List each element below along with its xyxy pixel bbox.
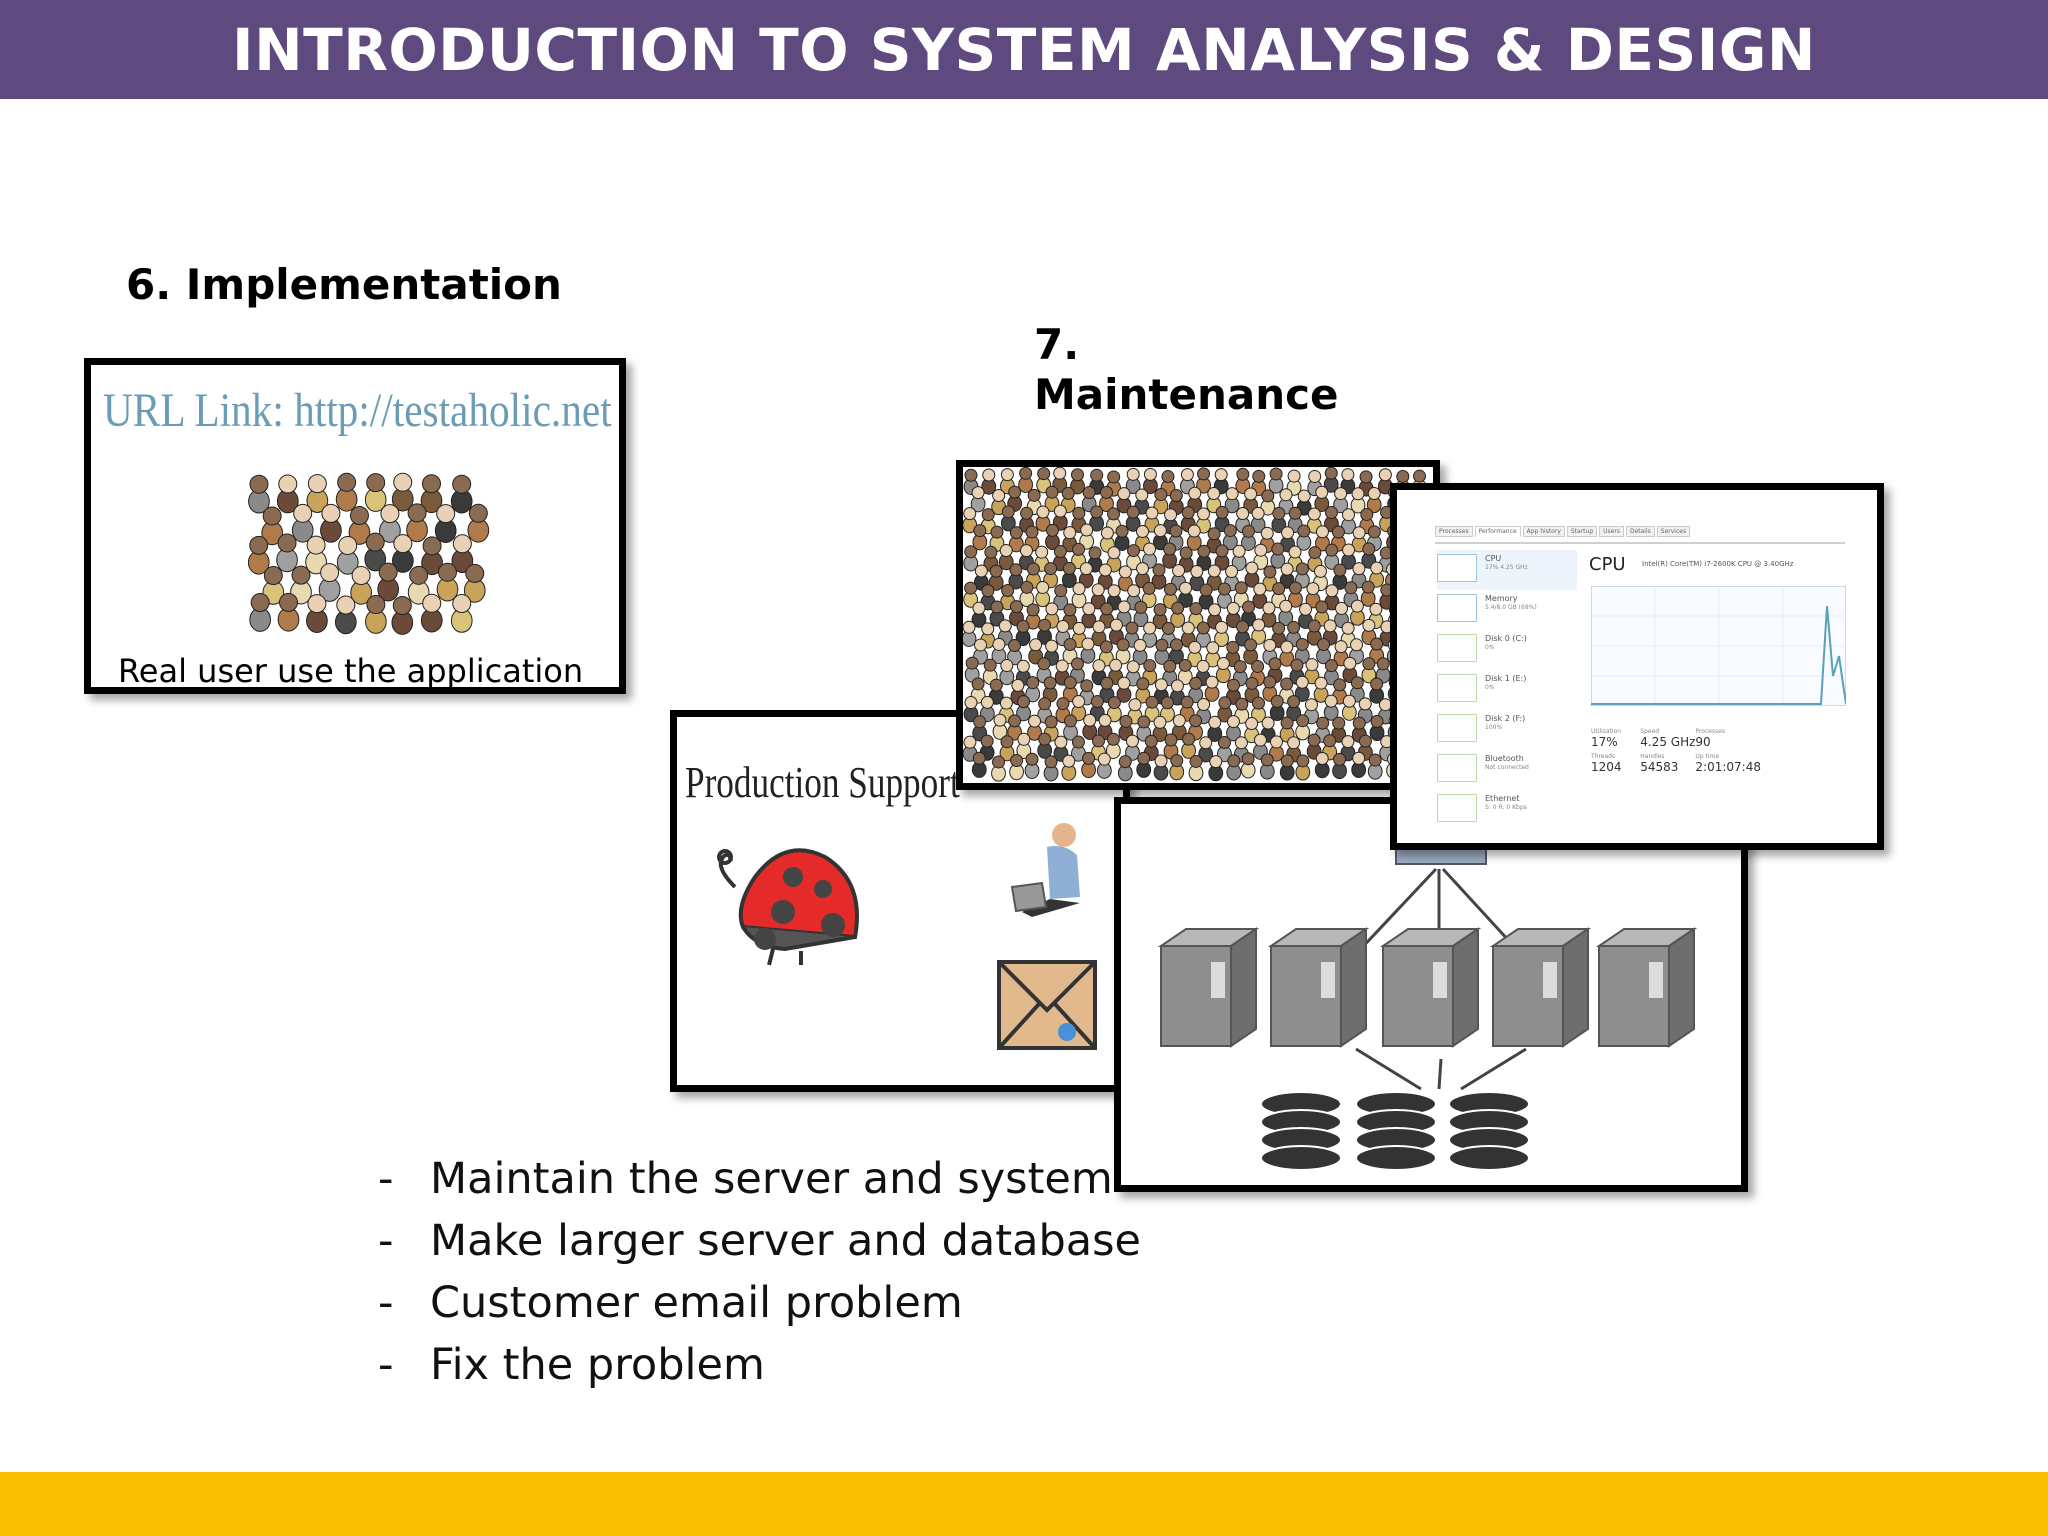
stat-label: Threads: [1591, 753, 1616, 760]
bullet-text: Make larger server and database: [430, 1216, 1141, 1266]
crowd-illustration: [247, 472, 490, 635]
bullet-marker: -: [378, 1278, 394, 1328]
side-item-name: Bluetooth: [1485, 754, 1524, 763]
bullet-marker: -: [378, 1216, 394, 1266]
bullet-item: -Maintain the server and system: [378, 1148, 1141, 1210]
stat-label: Speed: [1640, 728, 1660, 735]
implementation-image-frame: URL Link: http://testaholic.net: [84, 358, 626, 694]
side-item-name: Disk 0 (C:): [1485, 634, 1527, 643]
slide-title: INTRODUCTION TO SYSTEM ANALYSIS & DESIGN: [232, 15, 1816, 84]
stat-value: 90: [1695, 735, 1711, 749]
task-manager-tab[interactable]: Performance: [1474, 526, 1521, 537]
side-item-name: CPU: [1485, 554, 1502, 563]
stat-label: Handles: [1640, 753, 1665, 760]
stat-label: Processes: [1695, 728, 1725, 735]
side-item-value: 0%: [1485, 683, 1495, 691]
side-item-name: Disk 2 (F:): [1485, 714, 1526, 723]
maintenance-heading-label: Maintenance: [1034, 370, 1339, 420]
large-crowd-illustration: [963, 467, 1433, 782]
side-item-thumbnail: [1437, 674, 1477, 702]
side-item-value: 100%: [1485, 723, 1503, 731]
stat-value: 17%: [1591, 735, 1618, 749]
task-manager-tab[interactable]: Processes: [1435, 526, 1473, 537]
side-item-name: Disk 1 (E:): [1485, 674, 1527, 683]
cpu-model-text: Intel(R) Core(TM) i7-2600K CPU @ 3.40GHz: [1642, 560, 1794, 568]
bullet-item: -Fix the problem: [378, 1334, 1141, 1396]
stat-value: 2:01:07:48: [1695, 760, 1761, 774]
bullet-marker: -: [378, 1154, 394, 1204]
side-item-thumbnail: [1437, 794, 1477, 822]
side-item-thumbnail: [1437, 594, 1477, 622]
task-manager-tab[interactable]: Details: [1625, 526, 1655, 537]
side-item-thumbnail: [1437, 714, 1477, 742]
task-manager-divider: [1435, 542, 1845, 544]
stat-value: 1204: [1591, 760, 1622, 774]
bullet-item: -Customer email problem: [378, 1272, 1141, 1334]
stat-label: Up time: [1695, 753, 1720, 760]
url-link-text: URL Link: http://testaholic.net: [103, 384, 612, 437]
large-crowd-frame: [956, 460, 1440, 790]
implementation-heading: 6. Implementation: [126, 260, 562, 309]
side-item-thumbnail: [1437, 554, 1477, 582]
production-support-label: Production Support: [685, 758, 960, 807]
implementation-caption: Real user use the application: [118, 652, 584, 690]
stat-label: Utilization: [1591, 728, 1622, 735]
server-network-frame: [1114, 797, 1748, 1192]
stat-value: 54583: [1640, 760, 1679, 774]
task-manager-side-item[interactable]: Disk 2 (F:)100%: [1437, 710, 1577, 750]
side-item-value: 0%: [1485, 643, 1495, 651]
bullet-text: Fix the problem: [430, 1340, 765, 1390]
side-item-value: 17% 4.25 GHz: [1485, 563, 1528, 571]
side-item-value: 5.4/8.0 GB (68%): [1485, 603, 1537, 611]
bullet-text: Customer email problem: [430, 1278, 963, 1328]
bullet-item: -Make larger server and database: [378, 1210, 1141, 1272]
task-manager-side-item[interactable]: Disk 1 (E:)0%: [1437, 670, 1577, 710]
bullet-text: Maintain the server and system: [430, 1154, 1113, 1204]
task-manager-tab[interactable]: Services: [1656, 526, 1691, 537]
server-network-diagram: [1157, 845, 1698, 1171]
stat-value: 4.25 GHz: [1640, 735, 1696, 749]
side-item-thumbnail: [1437, 754, 1477, 782]
cpu-panel-title: CPU: [1589, 554, 1626, 575]
side-item-name: Ethernet: [1485, 794, 1520, 803]
maintenance-heading: 7. Maintenance: [1034, 320, 1339, 421]
task-manager-tab[interactable]: Startup: [1566, 526, 1598, 537]
support-person-icon: [1010, 823, 1080, 917]
footer-bar: [0, 1472, 2048, 1536]
side-item-name: Memory: [1485, 594, 1518, 603]
maintenance-heading-number: 7.: [1034, 320, 1080, 369]
bullet-marker: -: [378, 1340, 394, 1390]
side-item-value: Not connected: [1485, 763, 1529, 771]
side-item-thumbnail: [1437, 634, 1477, 662]
maintenance-bullet-list: -Maintain the server and system-Make lar…: [378, 1148, 1141, 1396]
task-manager-tab[interactable]: App history: [1522, 526, 1565, 537]
cpu-utilization-graph: [1591, 586, 1846, 706]
task-manager-side-item[interactable]: Disk 0 (C:)0%: [1437, 630, 1577, 670]
email-envelope-icon: [997, 960, 1097, 1050]
side-item-value: S: 0 R: 0 Kbps: [1485, 803, 1527, 811]
ladybug-icon: [717, 848, 859, 966]
header-bar: INTRODUCTION TO SYSTEM ANALYSIS & DESIGN: [0, 0, 2048, 99]
task-manager-tab[interactable]: Users: [1599, 526, 1624, 537]
